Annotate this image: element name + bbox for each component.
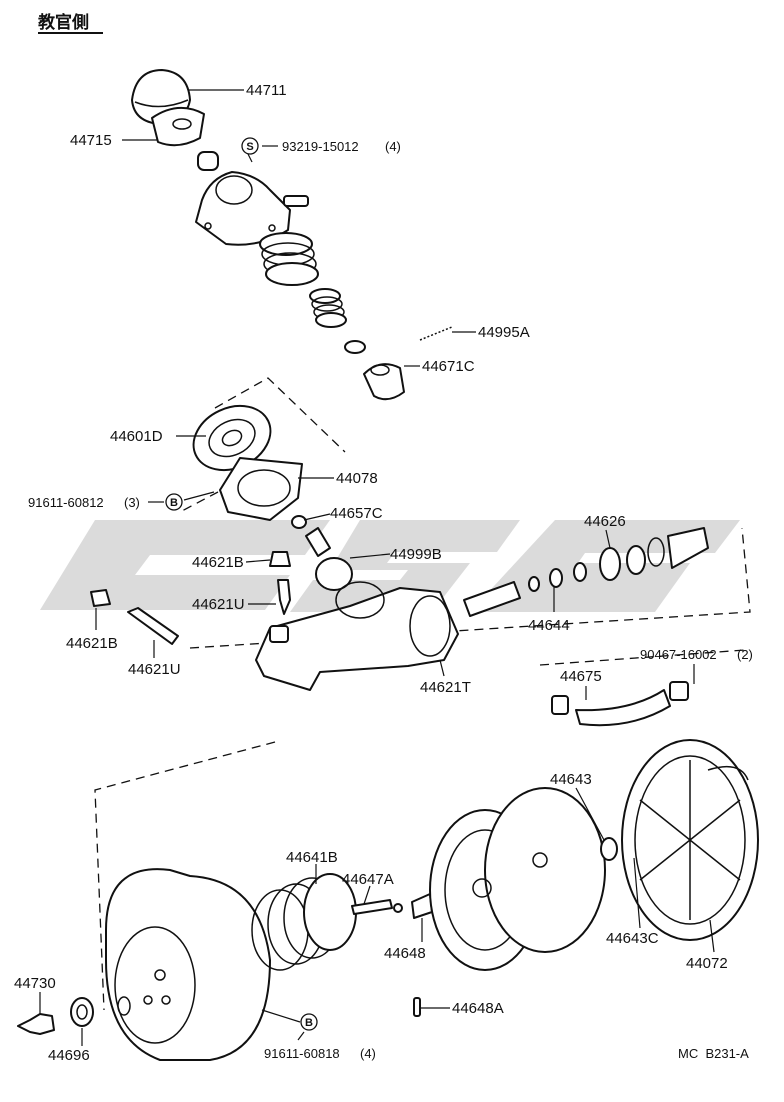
check-valve-44730	[17, 1013, 55, 1035]
label-44696: 44696	[48, 1047, 90, 1064]
valve-44621U-upper	[277, 579, 291, 615]
label-44995A: 44995A	[478, 324, 530, 341]
part-labels: 44711 44715 93219-15012 (4) 44995A 44671…	[14, 82, 753, 1064]
seal-44657C	[291, 515, 307, 529]
label-91611-60812-qty: (3)	[124, 495, 140, 510]
label-93219-15012: 93219-15012	[282, 139, 359, 154]
label-44671C: 44671C	[422, 358, 475, 375]
pin-44995A	[419, 326, 453, 341]
label-44621U-lower: 44621U	[128, 661, 181, 678]
spring-small	[309, 288, 347, 328]
label-91611-60818: 91611-60818	[264, 1046, 340, 1061]
marker-s: S	[241, 137, 259, 155]
washer-small	[344, 340, 366, 354]
svg-text:S: S	[246, 141, 253, 153]
label-44715: 44715	[70, 132, 112, 149]
pin-44648A	[413, 997, 421, 1017]
label-44621U-upper: 44621U	[192, 596, 245, 613]
label-90467-16002: 90467-16002	[640, 647, 717, 662]
booster-rear-shell-44072	[621, 739, 759, 941]
label-91611-60812: 91611-60812	[28, 495, 104, 510]
plug-44621B-upper	[269, 551, 291, 567]
rod-44647A	[351, 899, 403, 915]
bolt-44648	[411, 893, 433, 919]
label-44601D: 44601D	[110, 428, 163, 445]
label-44999B: 44999B	[390, 546, 442, 563]
label-44675: 44675	[560, 668, 602, 685]
label-91611-60818-qty: (4)	[360, 1046, 376, 1061]
seal-44626	[599, 527, 709, 581]
label-44643: 44643	[550, 771, 592, 788]
label-44621T: 44621T	[420, 679, 471, 696]
label-44643C: 44643C	[606, 930, 659, 947]
label-44648: 44648	[384, 945, 426, 962]
label-44078: 44078	[336, 470, 378, 487]
label-44626: 44626	[584, 513, 626, 530]
booster-front-shell	[105, 868, 271, 1061]
label-44621B-upper: 44621B	[192, 554, 244, 571]
grommet-44696	[70, 997, 94, 1027]
label-44657C: 44657C	[330, 505, 383, 522]
leader-lines	[39, 89, 715, 1046]
label-90467-qty: (2)	[737, 647, 753, 662]
gasket-44078	[219, 457, 303, 521]
label-44072: 44072	[686, 955, 728, 972]
bleeder-44621U-lower	[127, 607, 179, 645]
label-44647A: 44647A	[342, 871, 394, 888]
label-93219-qty: (4)	[385, 139, 401, 154]
master-cylinder-44621T	[255, 581, 459, 691]
piston-rod	[463, 581, 521, 617]
marker-b-upper: B	[165, 493, 183, 511]
label-44641B: 44641B	[286, 849, 338, 866]
valve-body	[195, 151, 309, 246]
spring-large	[259, 232, 319, 286]
oring-44999B	[315, 557, 353, 591]
washer-44644	[528, 562, 587, 592]
label-44621B-lower: 44621B	[66, 635, 118, 652]
washer-44643	[600, 837, 618, 861]
boot-44715	[151, 107, 205, 147]
plug-44621B-lower	[90, 589, 111, 607]
svg-text:B: B	[305, 1017, 313, 1029]
label-44648A: 44648A	[452, 1000, 504, 1017]
marker-b-lower: B	[300, 1013, 318, 1031]
piston-44671C	[363, 363, 405, 401]
svg-text:B: B	[170, 497, 178, 509]
diaphragm-plate-44643	[429, 787, 606, 971]
label-44730: 44730	[14, 975, 56, 992]
fitting-44657C	[305, 527, 331, 557]
label-44711: 44711	[246, 82, 287, 99]
hose-44675	[551, 681, 689, 727]
label-44644: 44644	[528, 617, 570, 634]
header-title: 教官側	[37, 12, 89, 33]
diagram-code: MC B231-A	[678, 1046, 749, 1061]
